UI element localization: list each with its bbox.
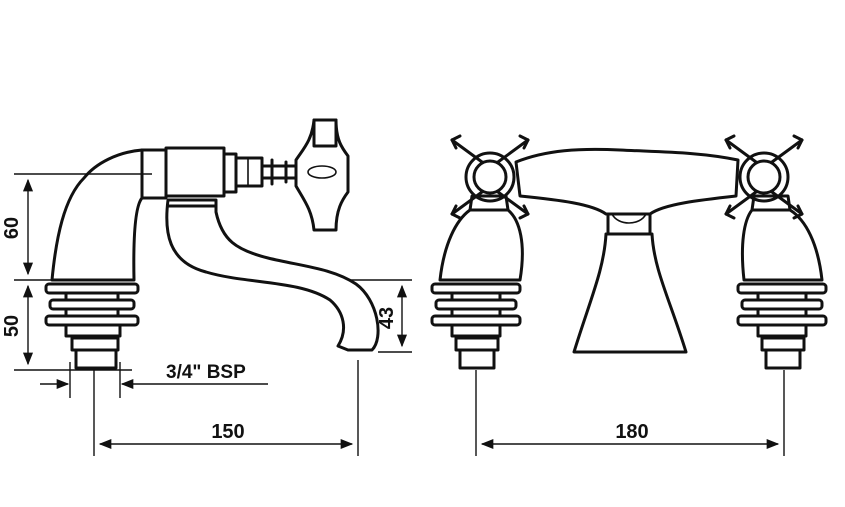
side-view-washers xyxy=(44,282,140,338)
front-view-spout xyxy=(572,212,688,354)
front-view xyxy=(430,134,828,370)
side-view-spout xyxy=(165,198,380,352)
side-view-dimensions xyxy=(14,173,412,456)
side-view-tail xyxy=(70,336,120,370)
front-view-left-crosshead xyxy=(450,134,530,220)
dimension-label-50: 50 xyxy=(1,315,23,337)
side-view xyxy=(44,118,380,370)
dimension-label-bsp: 3/4" BSP xyxy=(166,362,246,383)
front-view-right-pillar xyxy=(736,194,828,370)
front-view-bridge xyxy=(514,147,740,216)
side-view-collar xyxy=(140,148,168,200)
front-view-dimensions xyxy=(475,370,785,456)
front-view-right-crosshead xyxy=(724,134,804,220)
side-view-body xyxy=(50,148,144,282)
dimension-label-60: 60 xyxy=(1,217,23,239)
dimension-label-150: 150 xyxy=(211,421,244,443)
front-view-left-pillar xyxy=(430,194,524,370)
side-view-crosshead xyxy=(294,118,350,232)
dimension-label-43: 43 xyxy=(376,307,398,329)
dimension-label-180: 180 xyxy=(615,421,648,443)
side-view-valve-housing xyxy=(164,146,226,198)
